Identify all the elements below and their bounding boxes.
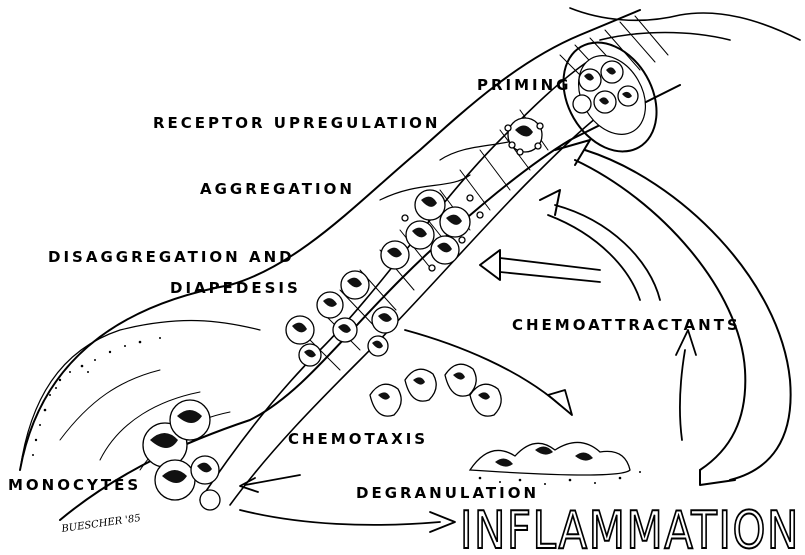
artist-signature: BUESCHER '85 (60, 513, 142, 535)
monocyte-cells (143, 400, 220, 510)
label-chemoattractants: CHEMOATTRACTANTS (512, 316, 741, 334)
label-monocytes: MONOCYTES (8, 476, 141, 494)
chemotaxing-cells (370, 364, 501, 416)
diapedesis-cells (286, 271, 398, 366)
aggregated-cells (381, 190, 483, 271)
label-disaggregation: DISAGGREGATION AND (48, 248, 295, 266)
label-inflammation: INFLAMMATION (460, 501, 800, 555)
label-diapedesis: DIAPEDESIS (170, 279, 301, 297)
label-aggregation: AGGREGATION (200, 180, 355, 198)
upregulated-cell (505, 118, 543, 155)
label-chemotaxis: CHEMOTAXIS (288, 430, 428, 448)
degranulation-mass (470, 442, 641, 485)
label-receptor-upregulation: RECEPTOR UPREGULATION (153, 114, 440, 132)
label-degranulation: DEGRANULATION (356, 484, 539, 502)
label-priming: PRIMING (477, 76, 572, 94)
